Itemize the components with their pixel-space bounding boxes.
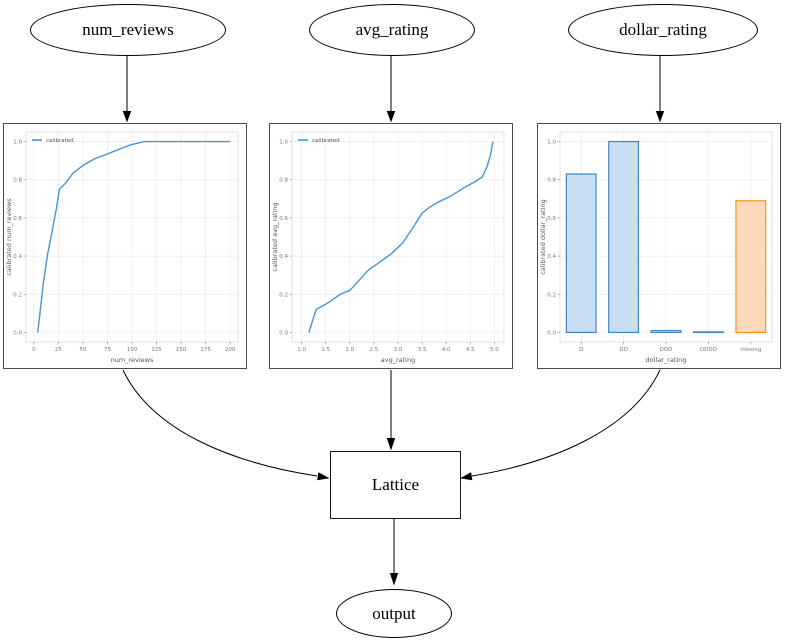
svg-text:1.0: 1.0 bbox=[13, 140, 22, 146]
node-num-reviews-label: num_reviews bbox=[82, 20, 174, 39]
svg-text:DD: DD bbox=[619, 347, 627, 353]
svg-text:calibrated: calibrated bbox=[312, 138, 340, 144]
svg-text:D: D bbox=[579, 347, 583, 353]
svg-text:calibrated dollar_rating: calibrated dollar_rating bbox=[539, 199, 547, 275]
svg-text:0.6: 0.6 bbox=[279, 216, 288, 222]
svg-text:0.6: 0.6 bbox=[13, 216, 22, 222]
arrowhead bbox=[317, 472, 330, 481]
svg-text:0.8: 0.8 bbox=[279, 178, 288, 184]
avg-rating-calibration-chart: calibrated 1.0 1.5 2.0 2.5 3.0 3.5 4.0 4.5 5.0 0.0… bbox=[271, 131, 505, 364]
svg-text:missing: missing bbox=[740, 347, 761, 353]
svg-text:0.2: 0.2 bbox=[547, 292, 556, 298]
calibrator-plot-avg-rating: calibrated 1.0 1.5 2.0 2.5 3.0 3.5 4.0 4.5 5.0 0.0… bbox=[269, 123, 513, 369]
arrowhead bbox=[386, 438, 396, 451]
svg-text:150: 150 bbox=[176, 347, 187, 353]
svg-text:0.8: 0.8 bbox=[547, 178, 556, 184]
svg-text:50: 50 bbox=[79, 347, 86, 353]
svg-text:2.0: 2.0 bbox=[345, 347, 354, 353]
svg-text:0.8: 0.8 bbox=[13, 178, 22, 184]
svg-text:75: 75 bbox=[104, 347, 111, 353]
svg-text:25: 25 bbox=[55, 347, 62, 353]
svg-text:0: 0 bbox=[32, 347, 36, 353]
svg-text:175: 175 bbox=[200, 347, 211, 353]
svg-text:0.4: 0.4 bbox=[279, 254, 288, 260]
svg-text:4.5: 4.5 bbox=[466, 347, 475, 353]
svg-text:3.5: 3.5 bbox=[418, 347, 427, 353]
svg-text:dollar_rating: dollar_rating bbox=[646, 356, 687, 364]
node-lattice: Lattice bbox=[330, 451, 461, 519]
edge-plot1-to-lattice bbox=[122, 369, 318, 477]
svg-text:0.4: 0.4 bbox=[13, 254, 22, 260]
node-avg-rating-label: avg_rating bbox=[355, 20, 429, 39]
svg-text:0.6: 0.6 bbox=[547, 216, 556, 222]
svg-text:4.0: 4.0 bbox=[442, 347, 451, 353]
svg-text:0.0: 0.0 bbox=[279, 330, 288, 336]
svg-text:3.0: 3.0 bbox=[394, 347, 403, 353]
svg-text:1.0: 1.0 bbox=[297, 347, 306, 353]
svg-text:0.2: 0.2 bbox=[279, 292, 288, 298]
svg-text:0.2: 0.2 bbox=[13, 292, 22, 298]
arrowhead bbox=[386, 111, 396, 123]
svg-text:num_reviews: num_reviews bbox=[111, 356, 154, 364]
arrowhead bbox=[389, 573, 399, 586]
svg-text:calibrated avg_rating: calibrated avg_rating bbox=[271, 202, 279, 271]
svg-text:2.5: 2.5 bbox=[370, 347, 379, 353]
svg-text:DDD: DDD bbox=[660, 347, 673, 353]
svg-text:0.4: 0.4 bbox=[547, 254, 556, 260]
svg-text:calibrated: calibrated bbox=[46, 138, 74, 144]
svg-text:1.0: 1.0 bbox=[547, 140, 556, 146]
node-num-reviews: num_reviews bbox=[30, 4, 226, 56]
node-dollar-rating: dollar_rating bbox=[568, 4, 758, 56]
svg-text:1.0: 1.0 bbox=[279, 140, 288, 146]
num-reviews-calibration-chart: calibrated 0 25 50 75 100 125 150 175 200 0.0 0.2 0.… bbox=[5, 131, 239, 364]
svg-text:1.5: 1.5 bbox=[321, 347, 330, 353]
arrowhead bbox=[122, 111, 132, 123]
svg-text:calibrated num_reviews: calibrated num_reviews bbox=[5, 198, 13, 276]
node-output: output bbox=[336, 589, 452, 638]
calibrator-plot-num-reviews: calibrated 0 25 50 75 100 125 150 175 200 0.0 0.2 0.… bbox=[3, 123, 247, 369]
node-lattice-label: Lattice bbox=[371, 475, 420, 494]
svg-text:100: 100 bbox=[127, 347, 138, 353]
edge-plot3-to-lattice bbox=[471, 369, 661, 477]
svg-text:DDDD: DDDD bbox=[700, 347, 717, 353]
svg-text:0.0: 0.0 bbox=[547, 330, 556, 336]
svg-text:200: 200 bbox=[225, 347, 236, 353]
node-dollar-rating-label: dollar_rating bbox=[619, 20, 707, 39]
node-output-label: output bbox=[372, 603, 416, 623]
svg-text:0.0: 0.0 bbox=[13, 330, 22, 336]
svg-text:avg_rating: avg_rating bbox=[381, 356, 415, 364]
node-avg-rating: avg_rating bbox=[309, 4, 475, 56]
svg-text:5.0: 5.0 bbox=[490, 347, 499, 353]
arrowhead bbox=[655, 111, 665, 123]
arrowhead bbox=[460, 472, 473, 481]
svg-text:125: 125 bbox=[151, 347, 162, 353]
